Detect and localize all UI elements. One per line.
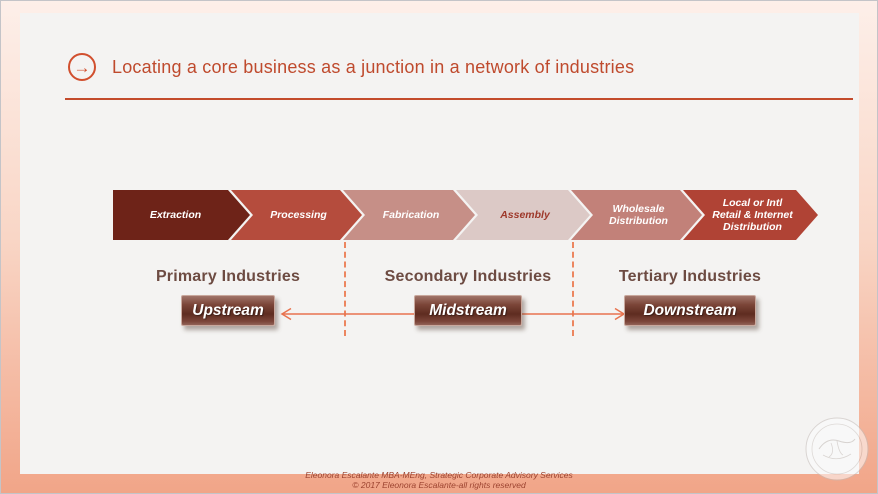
chevron-extraction: Extraction: [113, 190, 250, 240]
footer-line-1: Eleonora Escalante MBA-MEng, Strategic C…: [305, 469, 573, 480]
upstream-box: Upstream: [181, 295, 275, 326]
slide-content-area: → Locating a core business as a junction…: [20, 13, 869, 481]
footer-line-2: © 2017 Eleonora Escalante-all rights res…: [352, 479, 526, 490]
circled-right-arrow-icon: →: [68, 53, 96, 81]
title-underline: [65, 98, 853, 100]
group-label: Tertiary Industries: [618, 268, 762, 285]
group-tertiary-industries: Tertiary Industries Downstream: [605, 268, 775, 326]
chevron-fabrication: Fabrication: [343, 190, 475, 240]
chevron-retail-distribution: Local or Intl Retail & Internet Distribu…: [683, 190, 818, 240]
midstream-box: Midstream: [414, 295, 522, 326]
page-title: Locating a core business as a junction i…: [112, 57, 635, 77]
group-primary-industries: Primary Industries Upstream: [148, 268, 308, 326]
chevron-label: Fabrication: [382, 208, 440, 221]
group-label: Secondary Industries: [384, 268, 552, 285]
chevron-wholesale-distribution: Wholesale Distribution: [571, 190, 702, 240]
chevron-label: Processing: [270, 208, 327, 221]
dashed-separator-secondary-tertiary: [572, 242, 574, 336]
footer-credits: Eleonora Escalante MBA-MEng, Strategic C…: [1, 470, 877, 490]
stream-label: Upstream: [192, 301, 264, 319]
group-label: Primary Industries: [155, 268, 301, 285]
chevron-label: Wholesale Distribution: [609, 202, 668, 227]
chevron-label: Assembly: [500, 208, 550, 221]
arrow-glyph: →: [73, 57, 91, 77]
chevron-processing: Processing: [231, 190, 362, 240]
stream-label: Downstream: [643, 301, 737, 319]
downstream-box: Downstream: [624, 295, 756, 326]
chevron-label: Local or Intl Retail & Internet Distribu…: [712, 196, 793, 234]
chevron-label: Extraction: [149, 208, 202, 221]
signature-seal-watermark: [805, 417, 869, 481]
stream-label: Midstream: [429, 301, 507, 319]
chevron-assembly: Assembly: [456, 190, 590, 240]
group-secondary-industries: Secondary Industries Midstream: [380, 268, 556, 326]
dashed-separator-primary-secondary: [344, 242, 346, 336]
